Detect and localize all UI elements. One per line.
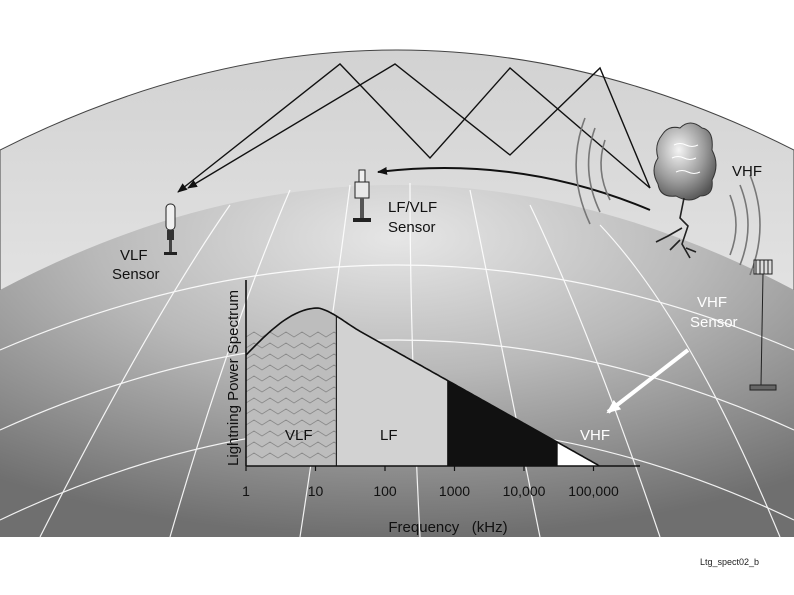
lf-vlf-sensor-label-2: Sensor — [388, 219, 436, 236]
spectrum-curve — [245, 307, 599, 466]
vlf-zigzag-pattern — [245, 441, 343, 448]
vlf-zigzag-pattern — [245, 353, 343, 360]
y-axis-title: Lightning Power Spectrum — [225, 290, 242, 466]
vlf-zigzag-pattern — [245, 419, 343, 426]
vhf-sensor-tower-icon — [749, 259, 777, 391]
x-tick-label: 1 — [242, 483, 250, 499]
band-label-lf: LF — [380, 427, 398, 444]
lf-vlf-sensor-label-1: LF/VLF — [388, 199, 437, 216]
vlf-sensor-label-1: VLF — [120, 247, 148, 264]
skywave-paths — [177, 63, 651, 211]
x-axis-title: Frequency (kHz) — [388, 519, 507, 536]
figure-reference: Ltg_spect02_b — [700, 557, 759, 567]
x-tick-label: 100,000 — [568, 483, 619, 499]
storm-cloud — [653, 122, 717, 201]
vhf-sensor-label-2: Sensor — [690, 314, 738, 331]
lightning-bolt-icon — [655, 197, 697, 259]
band-label-vhf: VHF — [580, 427, 610, 444]
vhf-sensor-label-1: VHF — [697, 294, 727, 311]
vlf-zigzag-pattern — [245, 430, 343, 437]
vlf-zigzag-pattern — [245, 452, 343, 459]
lightning-spectrum-chart: VLF LF VHF 1 10 100 1000 10,000 100,000Frequency… — [225, 280, 640, 536]
vlf-zigzag-pattern — [245, 397, 343, 404]
vlf-zigzag-pattern — [245, 408, 343, 415]
vlf-zigzag-pattern — [245, 342, 343, 349]
vlf-sensor-icon — [164, 203, 177, 255]
vlf-zigzag-pattern — [245, 375, 343, 382]
vlf-zigzag-pattern — [245, 364, 343, 371]
x-tick-label: 10 — [308, 483, 324, 499]
x-tick-label: 1000 — [439, 483, 470, 499]
lf-vlf-sensor-icon — [353, 169, 371, 222]
vlf-zigzag-pattern — [245, 386, 343, 393]
vlf-zigzag-pattern — [245, 331, 343, 338]
vhf-storm-label: VHF — [732, 163, 762, 180]
vhf-sensor-arrow — [606, 348, 690, 414]
band-label-vlf: VLF — [285, 427, 313, 444]
x-tick-label: 100 — [373, 483, 397, 499]
vlf-sensor-label-2: Sensor — [112, 266, 160, 283]
x-tick-label: 10,000 — [503, 483, 546, 499]
